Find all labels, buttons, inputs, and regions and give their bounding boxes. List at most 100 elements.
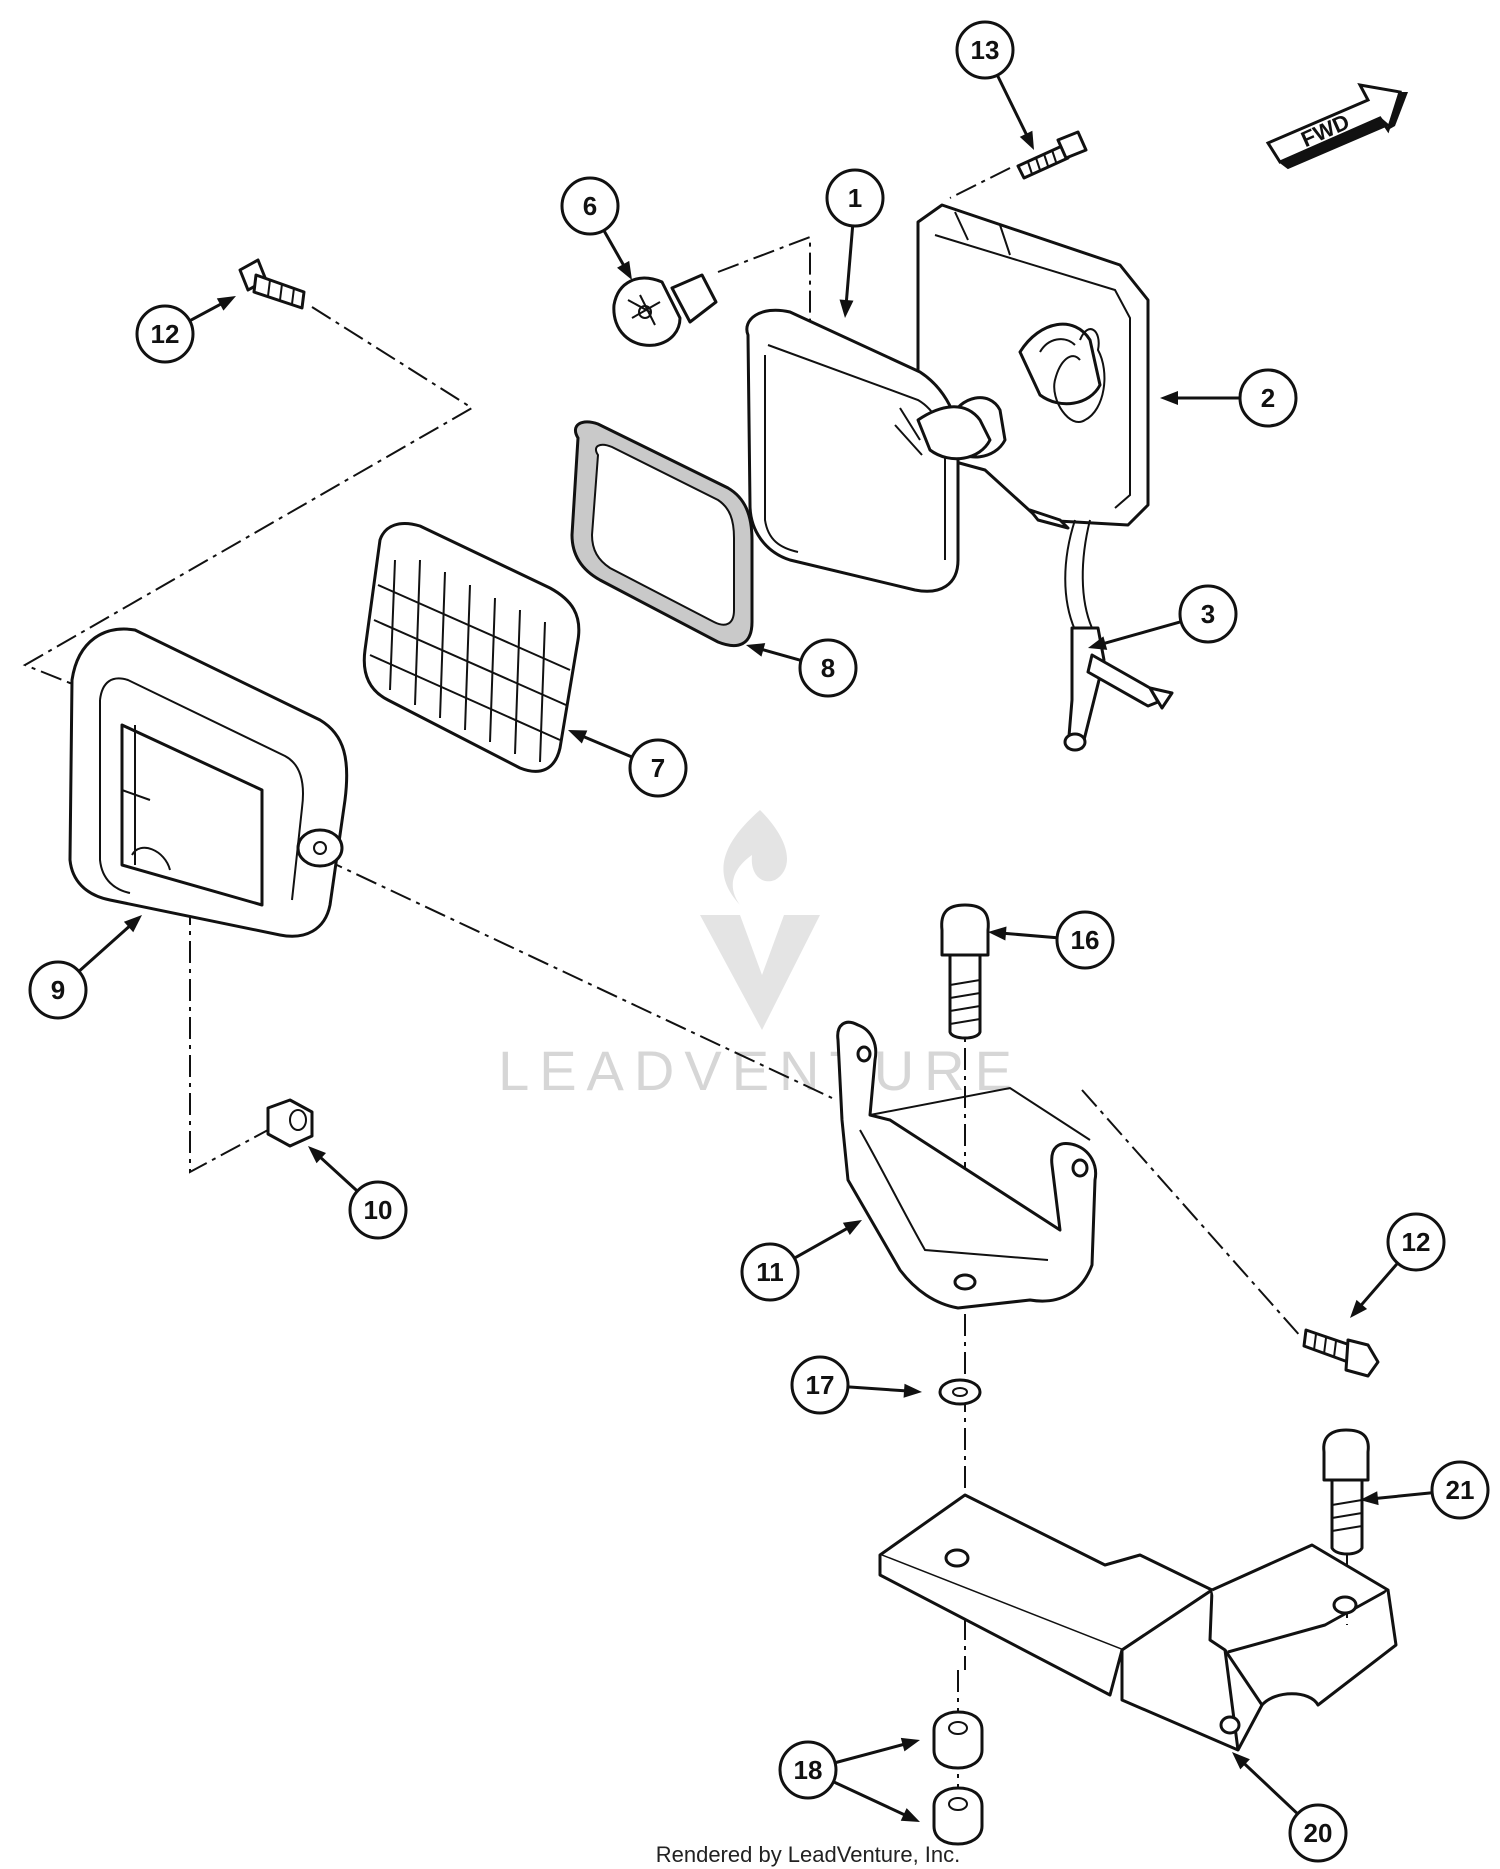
- callout-leader-line: [832, 1780, 908, 1818]
- callout-9: 9: [28, 915, 142, 1020]
- part-bolt-21: [1322, 1428, 1370, 1556]
- callout-balloon: [798, 638, 858, 698]
- callout-number: 6: [583, 191, 597, 221]
- watermark-v-icon: [700, 915, 820, 1030]
- callout-12: 12: [1350, 1212, 1446, 1318]
- callout-balloon: [560, 176, 620, 236]
- callout-number: 8: [821, 653, 835, 683]
- watermark: LEADVENTURE: [498, 810, 1022, 1102]
- callout-number: 11: [756, 1257, 784, 1287]
- callout-arrowhead: [123, 915, 142, 933]
- callout-leader-line: [580, 734, 633, 759]
- callout-balloon: [28, 960, 88, 1020]
- callout-leader-line: [77, 923, 133, 973]
- callout-number: 10: [364, 1195, 393, 1225]
- callout-11: 11: [740, 1220, 862, 1302]
- callout-arrowhead: [216, 296, 236, 311]
- callout-leader-line: [188, 301, 225, 323]
- part-lens-7: [362, 522, 581, 773]
- callout-leader-line: [1001, 931, 1058, 940]
- watermark-text: LEADVENTURE: [498, 1039, 1022, 1102]
- callout-arrowhead: [1160, 391, 1178, 405]
- callout-number: 13: [971, 35, 1000, 65]
- callout-leader-line: [602, 229, 627, 269]
- callout-balloon: [790, 1355, 850, 1415]
- part-screw-12-top: [238, 258, 306, 310]
- callout-6: 6: [560, 176, 632, 280]
- forward-direction-arrow: FWD: [1265, 82, 1408, 170]
- callout-balloon: [1430, 1460, 1490, 1520]
- part-nuts-18: [932, 1710, 984, 1846]
- callout-number: 16: [1071, 925, 1100, 955]
- callout-arrowhead: [1019, 130, 1034, 150]
- callout-balloon: [1238, 368, 1298, 428]
- watermark-flame-icon: [723, 810, 787, 905]
- callout-arrowhead: [988, 926, 1007, 941]
- callout-1: 1: [825, 168, 885, 318]
- callout-7: 7: [568, 730, 688, 798]
- callout-arrowhead: [903, 1383, 922, 1398]
- assembly-line-bezel-to-bracket: [321, 857, 833, 1099]
- callout-20: 20: [1232, 1752, 1348, 1863]
- callout-2: 2: [1160, 368, 1298, 428]
- callout-arrowhead: [900, 1808, 920, 1822]
- callout-arrowhead: [746, 643, 766, 657]
- callout-number: 3: [1201, 599, 1215, 629]
- part-wiring-harness-3: [1063, 519, 1174, 752]
- callout-arrowhead: [308, 1146, 327, 1164]
- callout-balloon: [348, 1180, 408, 1240]
- callout-21: 21: [1360, 1460, 1490, 1520]
- callout-number: 12: [1402, 1227, 1431, 1257]
- callout-balloon: [955, 20, 1015, 80]
- footer-credit: Rendered by LeadVenture, Inc.: [656, 1842, 961, 1867]
- callout-number: 18: [794, 1755, 823, 1785]
- callout-18: [832, 1780, 920, 1822]
- callout-number: 1: [848, 183, 862, 213]
- callout-arrowhead: [617, 260, 632, 280]
- callout-leader-line: [1241, 1760, 1299, 1815]
- callout-leader-line: [317, 1154, 359, 1193]
- assembly-line-screw-13-to-housing: [949, 167, 1011, 199]
- callout-arrowhead: [1088, 636, 1108, 650]
- part-reflector-1: [745, 308, 992, 593]
- callout-leader-line: [793, 1225, 851, 1260]
- callout-number: 9: [51, 975, 65, 1005]
- callout-balloon: [1288, 1803, 1348, 1863]
- callout-leader-line: [847, 1385, 909, 1393]
- callout-balloon: [1055, 910, 1115, 970]
- part-bracket-11: [836, 1020, 1098, 1310]
- part-bulb-6: [612, 273, 718, 347]
- part-base-plate-20: [878, 1493, 1398, 1752]
- callout-number: 21: [1446, 1475, 1475, 1505]
- callout-12: 12: [135, 296, 236, 364]
- callout-leader-line: [759, 647, 802, 662]
- callout-arrowhead: [842, 1220, 862, 1235]
- assembly-line-screw-12-to-bezel: [22, 306, 474, 694]
- callout-balloon: [1386, 1212, 1446, 1272]
- callout-number: 2: [1261, 383, 1275, 413]
- callout-13: 13: [955, 20, 1034, 150]
- callout-number: 17: [806, 1370, 835, 1400]
- callout-number: 7: [651, 753, 665, 783]
- callout-balloon: [135, 304, 195, 364]
- callout-arrowhead: [1350, 1299, 1368, 1318]
- part-bolt-16: [940, 903, 990, 1040]
- callout-balloon: [825, 168, 885, 228]
- callout-leader-line: [1358, 1262, 1399, 1309]
- callout-balloon: [1178, 584, 1238, 644]
- callout-leader-line: [844, 225, 855, 305]
- part-screw-12-right: [1302, 1328, 1380, 1378]
- callout-leader-line: [834, 1742, 907, 1765]
- callout-leader-line: [1101, 620, 1182, 646]
- callout-number: 20: [1304, 1818, 1333, 1848]
- callout-balloon: [778, 1740, 838, 1800]
- part-nut-10: [266, 1098, 314, 1148]
- callout-arrowhead: [1360, 1491, 1379, 1506]
- callout-number: 12: [151, 319, 180, 349]
- assembly-line-bracket-to-screw-12: [1081, 1089, 1303, 1339]
- part-screw-13: [1016, 130, 1088, 180]
- callout-3: 3: [1088, 584, 1238, 650]
- callout-arrowhead: [568, 730, 588, 744]
- callout-balloon: [740, 1242, 800, 1302]
